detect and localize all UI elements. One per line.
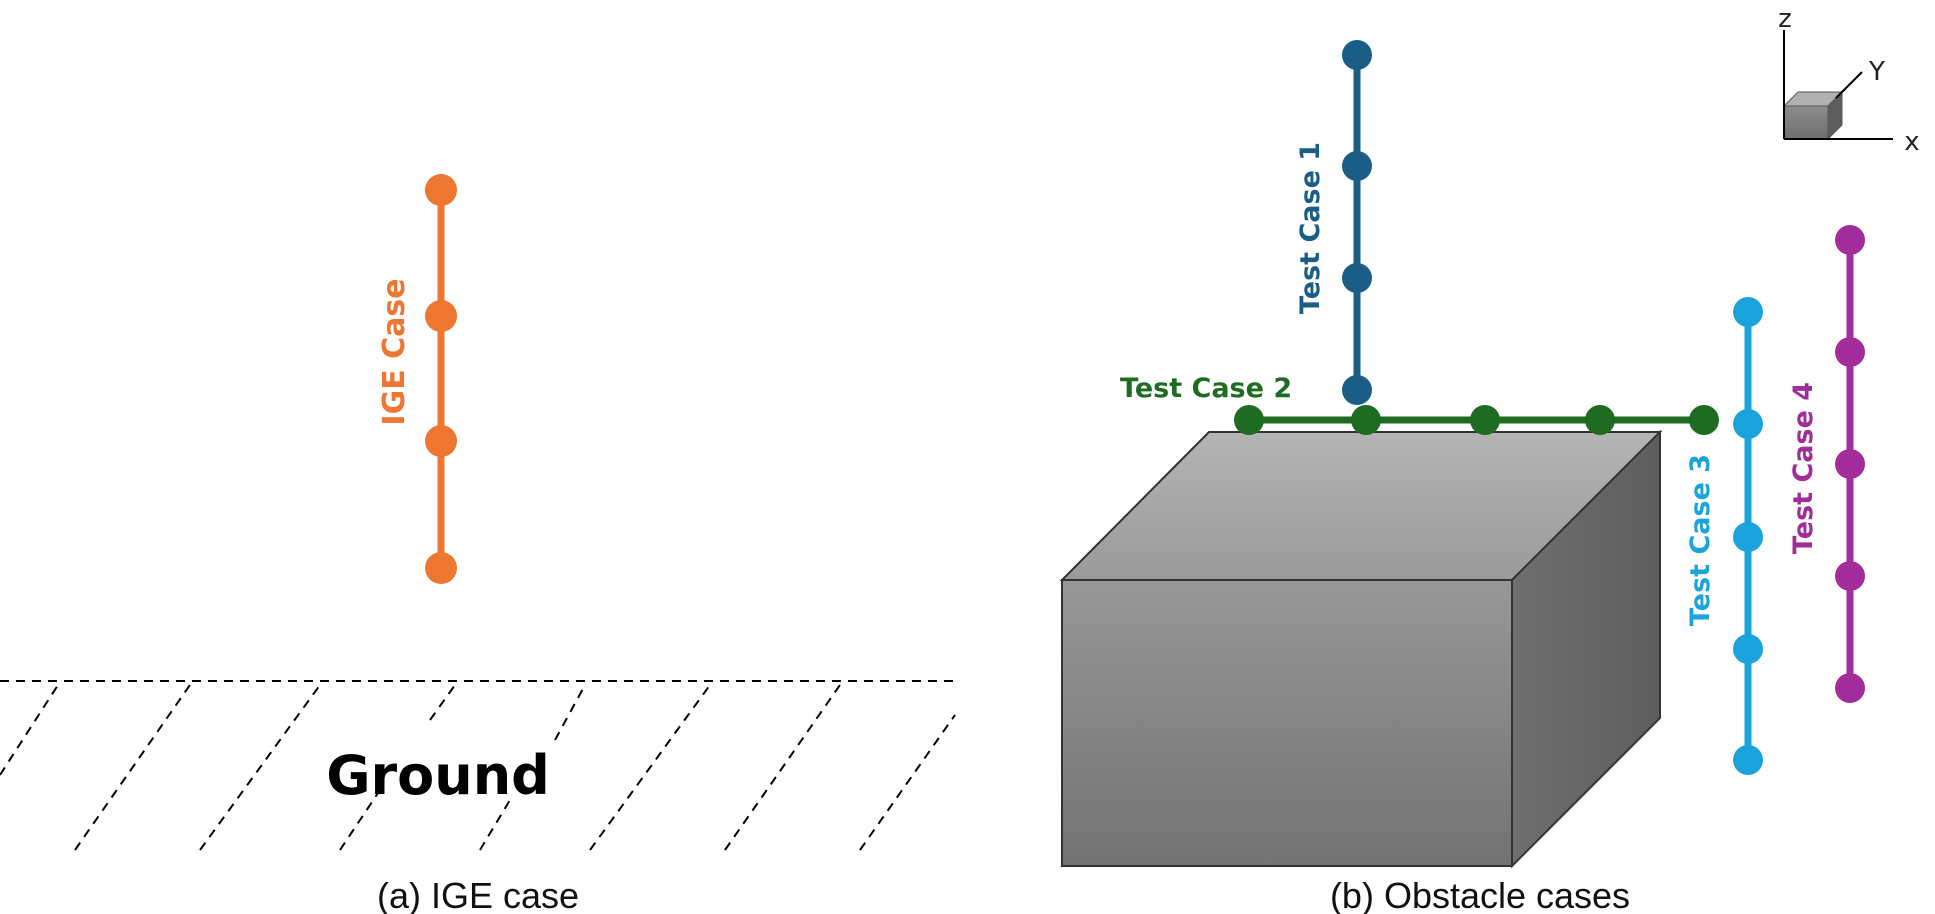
test-case-2-point [1689, 405, 1719, 435]
test-case-1-point [1342, 375, 1372, 405]
test-case-3-label: Test Case 3 [1685, 454, 1716, 626]
ige-case-label: IGE Case [377, 278, 412, 425]
test-case-4-point [1835, 673, 1865, 703]
ige-case-point [425, 300, 457, 332]
ground-hatching [0, 680, 956, 851]
test-case-1-point [1342, 40, 1372, 70]
test-case-3-probe [1733, 297, 1763, 775]
test-case-2-label: Test Case 2 [1120, 373, 1292, 404]
test-case-3-point [1733, 297, 1763, 327]
test-case-2-point [1234, 405, 1264, 435]
test-case-4-probe [1835, 225, 1865, 703]
ige-case-point [425, 552, 457, 584]
test-case-4-label: Test Case 4 [1788, 382, 1819, 554]
z-axis-label: z [1778, 4, 1792, 34]
test-case-2-point [1470, 405, 1500, 435]
test-case-2-point [1585, 405, 1615, 435]
test-case-3-point [1733, 522, 1763, 552]
obstacle-front-face [1061, 579, 1513, 867]
y-axis [1835, 71, 1863, 99]
ground-label: Ground [326, 744, 550, 807]
axis-triad: z Y x [1778, 4, 1920, 157]
mini-cube-front [1783, 105, 1829, 140]
test-case-1-probe [1342, 40, 1372, 405]
y-axis-label: Y [1868, 57, 1885, 87]
test-case-2-point [1351, 405, 1381, 435]
test-case-1-point [1342, 263, 1372, 293]
obstacle-cube [1059, 429, 1663, 869]
test-case-3-point [1733, 409, 1763, 439]
x-axis-label: x [1904, 127, 1919, 157]
test-case-1-point [1342, 151, 1372, 181]
test-case-4-point [1835, 225, 1865, 255]
ige-case-point [425, 425, 457, 457]
test-case-4-point [1835, 449, 1865, 479]
caption-a: (a) IGE case [377, 875, 579, 914]
test-case-2-probe [1234, 405, 1719, 435]
caption-b: (b) Obstacle cases [1330, 875, 1630, 914]
test-case-4-point [1835, 561, 1865, 591]
test-case-3-point [1733, 745, 1763, 775]
test-case-3-point [1733, 634, 1763, 664]
test-case-1-label: Test Case 1 [1295, 142, 1326, 314]
ige-case-point [425, 174, 457, 206]
test-case-4-point [1835, 337, 1865, 367]
panel-a: IGE Case Ground (a) IGE case [0, 174, 956, 914]
panel-b: z Y x Test Case 1 Test Case 2 [1059, 4, 1920, 914]
ige-case-probe [425, 174, 457, 584]
